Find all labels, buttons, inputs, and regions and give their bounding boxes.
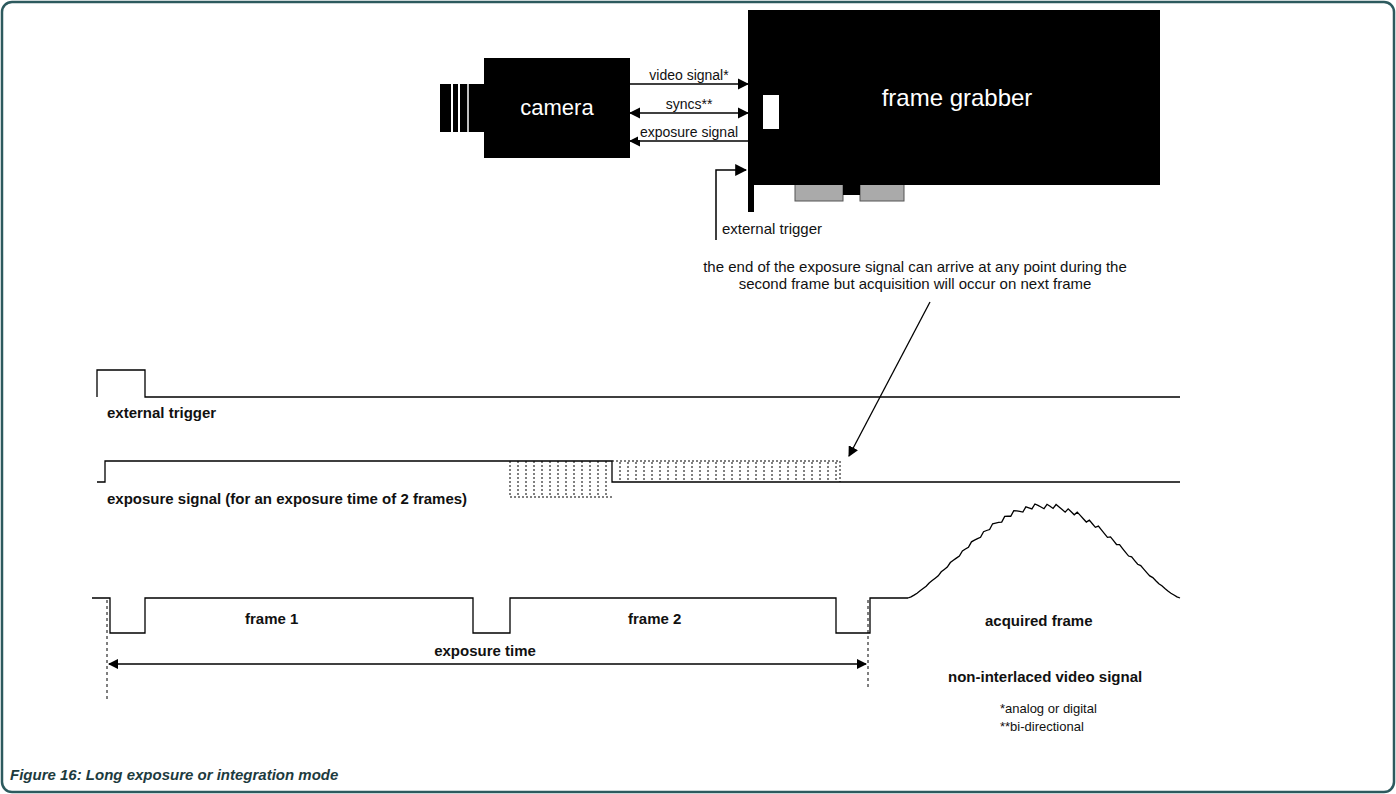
exposure-uncertainty-hatch (510, 461, 840, 497)
footnote: *analog or digital (1000, 702, 1097, 717)
signal-name: exposure signal (638, 124, 740, 140)
frame-grabber-card: frame grabber (754, 10, 1160, 185)
frame-label: frame 2 (628, 610, 681, 627)
dimension-label: exposure time (434, 642, 536, 659)
dimension-arrow (109, 663, 866, 664)
figure-caption: Figure 16: Long exposure or integration … (10, 766, 338, 783)
signal-name: syncs** (664, 96, 715, 112)
node-title: frame grabber (882, 84, 1033, 112)
footnote: **bi-directional (1000, 720, 1084, 735)
annotation-note: the end of the exposure signal can arriv… (700, 258, 1130, 293)
signal-name: exposure signal (for an exposure time of… (107, 490, 467, 507)
leader-arrow (849, 302, 930, 456)
signal-name: video signal* (647, 67, 730, 83)
node-title: camera (520, 95, 593, 121)
dimension-extension (107, 600, 108, 700)
video-socket (762, 94, 780, 130)
exposure-waveform (97, 461, 1180, 482)
frame-label: frame 1 (245, 610, 298, 627)
camera-lens (440, 84, 484, 132)
video-waveform (92, 598, 908, 633)
signal-connector (630, 112, 748, 113)
signal-connector (630, 83, 748, 84)
camera-body: camera (484, 58, 630, 158)
signal-name: external trigger (107, 404, 216, 421)
signal-name: non-interlaced video signal (948, 668, 1142, 685)
signal-name: external trigger (722, 220, 822, 237)
signal-connector (630, 140, 748, 141)
frame-label: acquired frame (985, 612, 1093, 629)
dimension-extension (868, 600, 869, 690)
trigger-waveform (97, 370, 1180, 397)
acquired-frame-waveform (908, 504, 1180, 598)
